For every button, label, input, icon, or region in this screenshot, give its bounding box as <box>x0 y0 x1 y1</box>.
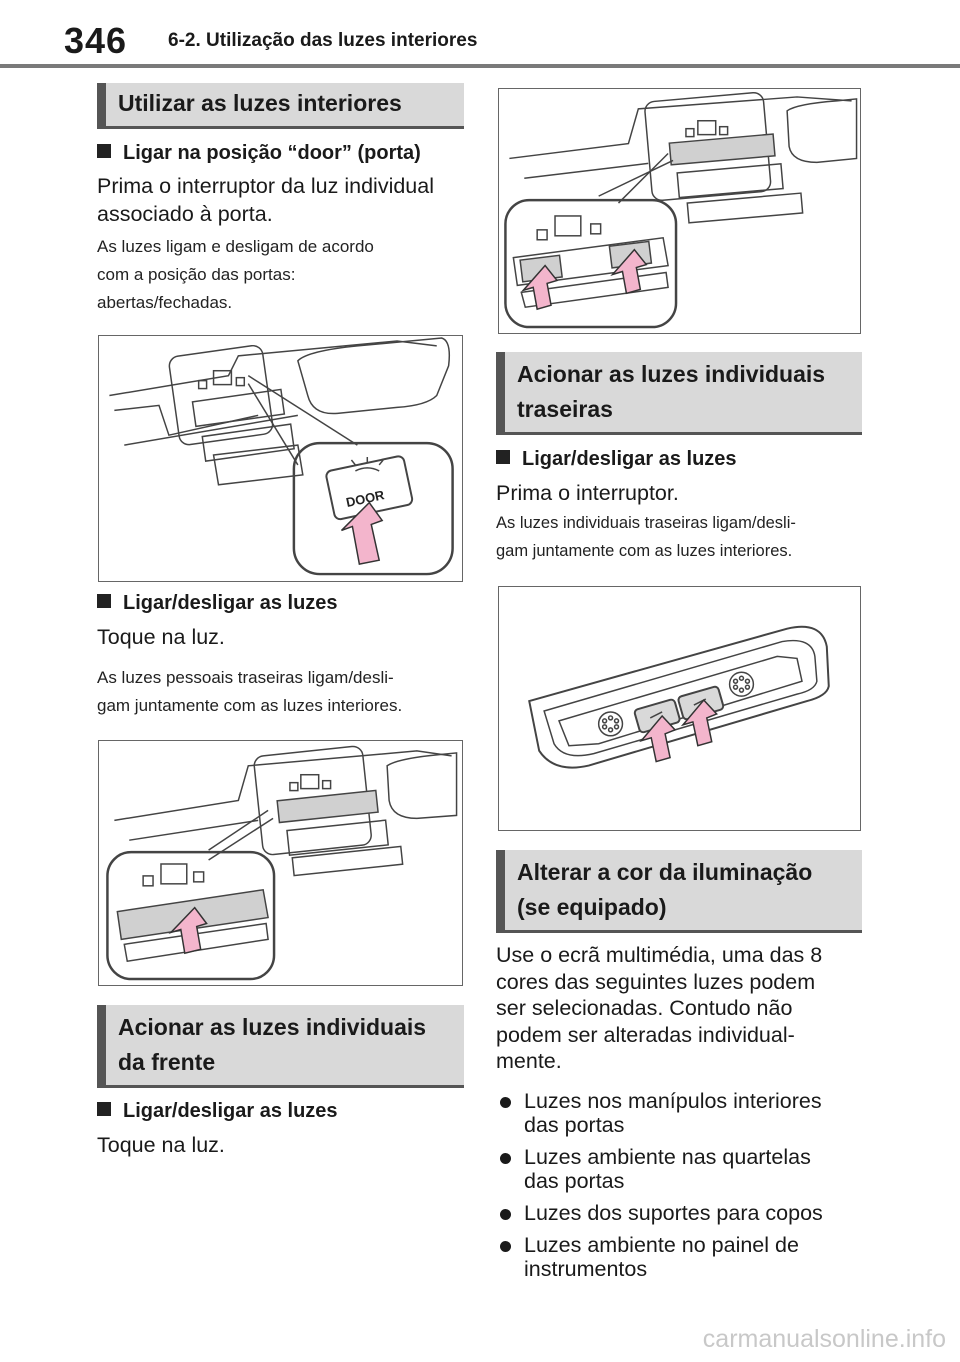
section-heading-interior-lights: Utilizar as luzes interiores <box>97 83 464 129</box>
note-line: com a posição das portas: <box>97 265 296 284</box>
section-heading-text: Acionar as luzes individuais <box>118 1014 427 1040</box>
paragraph-line: Prima o interruptor. <box>496 481 679 505</box>
section-heading-text: Acionar as luzes individuais <box>517 361 826 387</box>
press-arrow-icon-left <box>639 714 677 763</box>
list-item-line: Luzes nos manípulos interiores <box>524 1089 822 1113</box>
paragraph-line: cores das seguintes luzes podem <box>496 969 816 994</box>
note-rear-individual: As luzes individuais traseiras ligam/des… <box>496 509 796 565</box>
square-bullet-icon <box>97 144 111 158</box>
paragraph-line: Toque na luz. <box>97 1133 225 1157</box>
note-line: As luzes pessoais traseiras ligam/desli- <box>97 668 394 687</box>
section-heading-text: (se equipado) <box>517 894 667 920</box>
note-line: gam juntamente com as luzes interiores. <box>496 542 793 560</box>
door-switch-illustration: DOOR <box>109 337 454 576</box>
list-item-line: Luzes dos suportes para copos <box>524 1201 823 1225</box>
paragraph-door-instructions: Prima o interruptor da luz individual as… <box>97 172 434 228</box>
list-item-line: Luzes ambiente nas quartelas <box>524 1145 811 1169</box>
paragraph-line: podem ser alteradas individual- <box>496 1022 795 1047</box>
note-rear-personal: As luzes pessoais traseiras ligam/desli-… <box>97 664 402 720</box>
list-item: Luzes ambiente no painel de instrumentos <box>496 1233 876 1281</box>
square-bullet-icon <box>97 1102 111 1116</box>
paragraph-line: Toque na luz. <box>97 625 225 649</box>
subheading-text: Ligar na posição “door” (porta) <box>123 142 421 164</box>
note-line: As luzes individuais traseiras ligam/des… <box>496 514 796 532</box>
bullet-dot-icon <box>500 1209 511 1220</box>
subheading-text: Ligar/desligar as luzes <box>123 1100 338 1122</box>
note-door: As luzes ligam e desligam de acordo com … <box>97 233 374 317</box>
paragraph-touch-light: Toque na luz. <box>97 623 225 651</box>
header-divider <box>0 64 960 68</box>
subheading-text: Ligar/desligar as luzes <box>522 448 737 470</box>
figure-door-switch: DOOR <box>98 335 463 582</box>
bullet-dot-icon <box>500 1241 511 1252</box>
paragraph-line: ser selecionadas. Contudo não <box>496 996 793 1020</box>
paragraph-line: associado à porta. <box>97 202 273 226</box>
touch-light-illustration <box>106 745 458 981</box>
list-item: Luzes dos suportes para copos <box>496 1201 876 1225</box>
subheading-door-position: Ligar na posição “door” (porta) <box>97 141 421 165</box>
paragraph-line: Use o ecrã multimédia, uma das 8 <box>496 943 823 967</box>
square-bullet-icon <box>496 450 510 464</box>
color-lights-list: Luzes nos manípulos interiores das porta… <box>496 1089 876 1289</box>
subheading-text: Ligar/desligar as luzes <box>123 592 338 614</box>
press-arrow-icon <box>340 501 384 566</box>
subheading-toggle-lights-rear: Ligar/desligar as luzes <box>496 447 737 471</box>
paragraph-line: Prima o interruptor da luz individual <box>97 174 434 198</box>
note-line: gam juntamente com as luzes interiores. <box>97 696 403 715</box>
press-arrow-icon-right <box>610 248 648 295</box>
list-item: Luzes nos manípulos interiores das porta… <box>496 1089 876 1137</box>
note-line: abertas/fechadas. <box>97 293 233 312</box>
paragraph-line: mente. <box>496 1049 562 1073</box>
bullet-dot-icon <box>500 1153 511 1164</box>
figure-touch-light <box>98 740 463 986</box>
section-heading-text: da frente <box>118 1049 216 1075</box>
rear-switches-illustration <box>528 625 830 769</box>
paragraph-press-switch: Prima o interruptor. <box>496 479 679 507</box>
section-heading-text: traseiras <box>517 396 613 422</box>
note-line: As luzes ligam e desligam de acordo <box>97 237 374 256</box>
list-item-line: das portas <box>524 1169 625 1193</box>
page-number: 346 <box>64 20 128 61</box>
subheading-toggle-lights-front: Ligar/desligar as luzes <box>97 1099 338 1123</box>
paragraph-color-selection: Use o ecrã multimédia, uma das 8 cores d… <box>496 942 822 1075</box>
front-individual-illustration <box>504 92 858 329</box>
section-heading-text: Alterar a cor da iluminação <box>517 859 813 885</box>
list-item-line: das portas <box>524 1113 625 1137</box>
list-item-line: Luzes ambiente no painel de <box>524 1233 799 1257</box>
press-arrow-icon-right <box>680 698 718 747</box>
bullet-dot-icon <box>500 1097 511 1108</box>
list-item: Luzes ambiente nas quartelas das portas <box>496 1145 876 1193</box>
section-heading-rear-individual: Acionar as luzes individuais traseiras <box>496 352 862 435</box>
section-heading-lighting-color: Alterar a cor da iluminação (se equipado… <box>496 850 862 933</box>
figure-rear-switches <box>498 586 861 831</box>
figure-front-individual <box>498 88 861 334</box>
section-heading-front-individual: Acionar as luzes individuais da frente <box>97 1005 464 1088</box>
press-arrow-icon <box>168 906 208 955</box>
watermark: carmanualsonline.info <box>702 1325 946 1353</box>
list-item-line: instrumentos <box>524 1257 648 1281</box>
section-heading-text: Utilizar as luzes interiores <box>118 90 402 116</box>
chapter-title: 6-2. Utilização das luzes interiores <box>168 30 478 51</box>
square-bullet-icon <box>97 594 111 608</box>
press-arrow-icon-left <box>521 264 559 311</box>
paragraph-touch-light-front: Toque na luz. <box>97 1131 225 1159</box>
subheading-toggle-lights: Ligar/desligar as luzes <box>97 591 338 615</box>
